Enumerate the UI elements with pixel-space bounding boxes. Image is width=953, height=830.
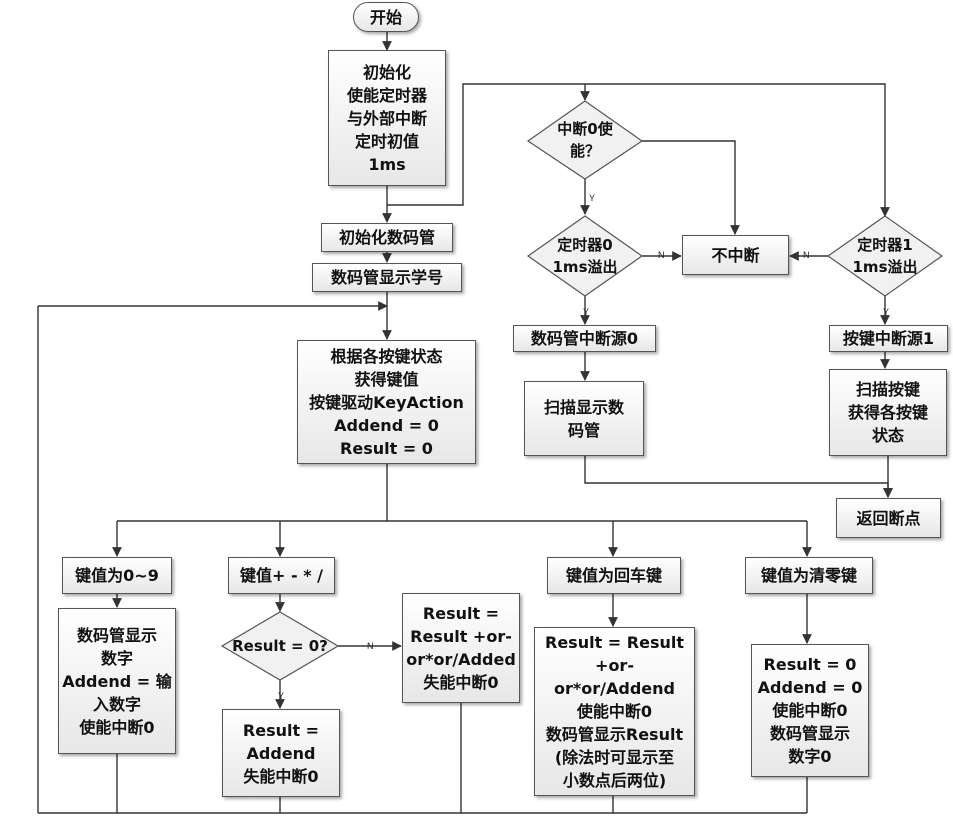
decision-timer0: [526, 215, 644, 297]
init-box: 初始化 使能定时器 与外部中断 定时初值 1ms: [328, 50, 446, 186]
digit-action-box: 数码管显示 数字 Addend = 输 入数字 使能中断0: [58, 608, 176, 754]
clear-action-box: Result = 0 Addend = 0 使能中断0 数码管显示 数字0: [751, 644, 869, 777]
show-id-box: 数码管显示学号: [312, 263, 462, 292]
key-clear-box: 键值为清零键: [745, 557, 873, 594]
yes-label-timer1: Y: [883, 307, 890, 317]
timer1-text: 定时器1 1ms溢出: [852, 236, 918, 276]
scan-keys-box: 扫描按键 获得各按键 状态: [829, 369, 947, 456]
start-terminal: 开始: [353, 2, 419, 32]
key-ops-box: 键值+ - * /: [228, 557, 335, 594]
no-interrupt-box: 不中断: [682, 235, 789, 275]
int0-enabled-text: 中断0使 能？: [557, 120, 613, 160]
int-source0-box: 数码管中断源0: [513, 325, 656, 352]
result-addend-box: Result = Addend 失能中断0: [222, 709, 340, 797]
scan-display-box: 扫描显示数 码管: [524, 381, 644, 456]
decision-timer1: [826, 215, 944, 297]
result-calc-box: Result = Result +or- or*or/Added 失能中断0: [402, 593, 520, 703]
key-state-box: 根据各按键状态 获得键值 按键驱动KeyAction Addend = 0 Re…: [297, 340, 476, 464]
decision-result-zero: [220, 611, 340, 681]
no-label-timer0: N: [658, 250, 665, 260]
decision-int0-enabled: [526, 100, 644, 180]
key-digit-box: 键值为0~9: [62, 557, 172, 594]
no-label-result-zero: N: [367, 641, 374, 651]
no-label-timer1: N: [803, 250, 810, 260]
enter-action-box: Result = Result +or-or*or/Addend 使能中断0 数…: [534, 627, 695, 796]
yes-label-result-zero: Y: [278, 691, 285, 701]
return-point-box: 返回断点: [836, 498, 941, 538]
result-zero-text: Result = 0?: [232, 637, 328, 655]
yes-label-timer0: Y: [583, 307, 590, 317]
key-enter-box: 键值为回车键: [547, 557, 681, 594]
int-source1-box: 按键中断源1: [829, 325, 948, 352]
init-display-box: 初始化数码管: [321, 223, 453, 252]
timer0-text: 定时器0 1ms溢出: [552, 236, 618, 276]
yes-label-int0: Y: [589, 193, 596, 203]
